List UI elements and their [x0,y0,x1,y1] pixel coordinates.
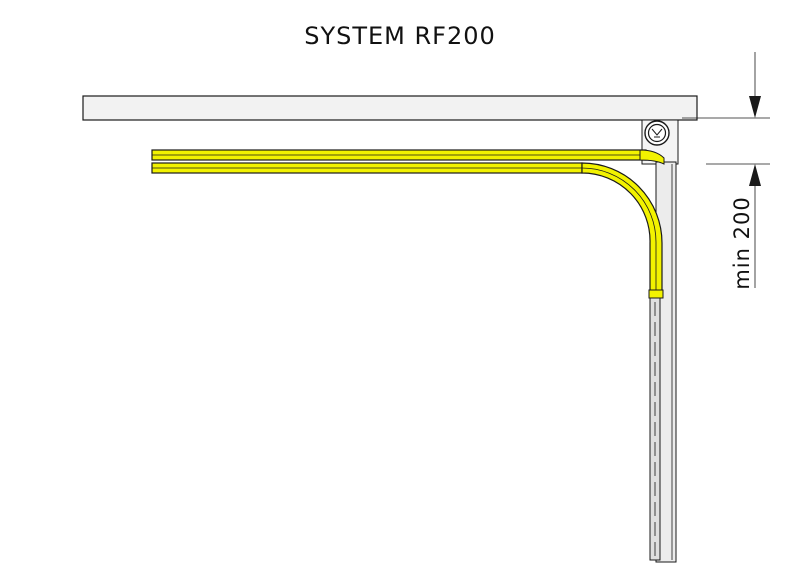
diagram-title: SYSTEM RF200 [304,22,496,50]
track-radius-bend [581,162,663,293]
dimension-label: min 200 [730,196,754,290]
lintel-beam [82,95,698,121]
track-radius-centerline [581,167,657,290]
track-upper-curve [639,149,665,165]
torsion-shaft-icon [644,120,670,146]
dimension-arrow-up-icon [749,164,761,186]
track-end-cap [648,289,664,299]
dimension-arrow-down-icon [749,96,761,118]
